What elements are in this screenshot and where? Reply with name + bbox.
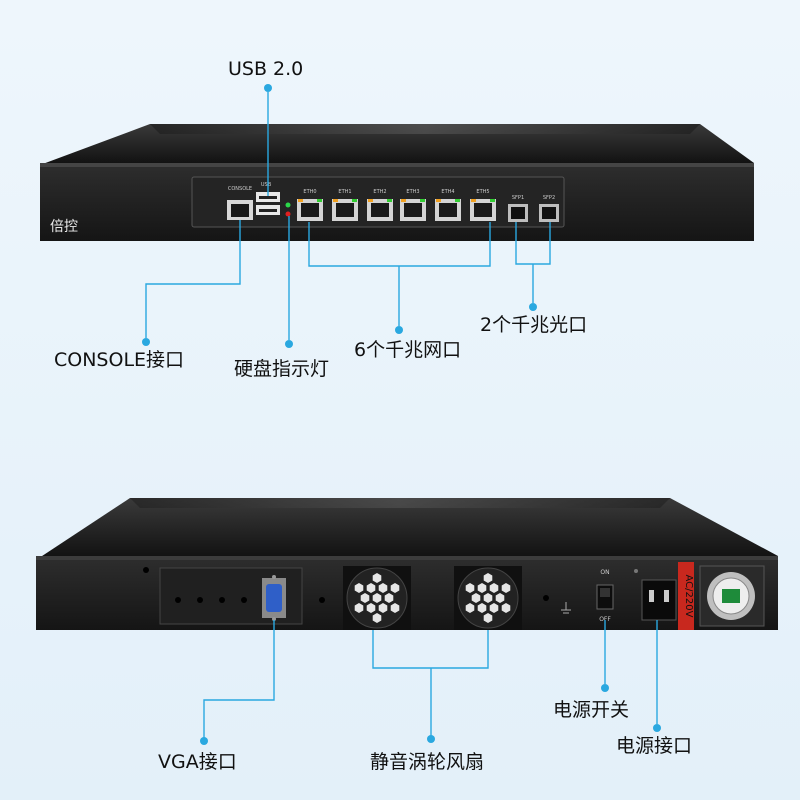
usb-port-icon: USB: [256, 182, 280, 215]
callout-dot: [601, 684, 609, 692]
eth-port-label: ETH2: [373, 189, 386, 195]
callout-dot: [264, 84, 272, 92]
rj45-port-icon: ETH3: [400, 189, 426, 221]
rj45-port-icon: ETH2: [367, 189, 393, 221]
console-port: CONSOLE: [227, 186, 253, 220]
eth-port-label: ETH3: [406, 189, 419, 195]
usb-port-label: USB: [261, 182, 272, 188]
callout-hdd-led: 硬盘指示灯: [234, 358, 330, 380]
vga-port-icon: [262, 575, 286, 621]
sfp-port-label: SFP1: [512, 195, 524, 201]
sfp-ports: SFP1 SFP2: [508, 195, 559, 222]
switch-off-label: OFF: [599, 616, 611, 623]
eth-port-label: ETH4: [441, 189, 454, 195]
callout-eth-ports: 6个千兆网口: [354, 339, 462, 361]
eth-port-label: ETH5: [476, 189, 489, 195]
power-socket-icon: [634, 569, 677, 621]
rj45-port-icon: ETH4: [435, 189, 461, 221]
io-blank-holes: [143, 567, 549, 603]
brand-logo: 倍控: [50, 219, 78, 235]
rj45-port-icon: ETH1: [332, 189, 358, 221]
callout-dot: [200, 737, 208, 745]
ethernet-ports: ETH0 ETH1 ETH2 ETH3 ETH4 ETH5: [297, 189, 496, 221]
callout-dot: [653, 724, 661, 732]
rj45-port-icon: ETH0: [297, 189, 323, 221]
switch-on-label: ON: [600, 569, 609, 576]
ground-icon: [561, 602, 571, 614]
callout-sfp-ports: 2个千兆光口: [480, 314, 588, 336]
sfp-port-icon: SFP1: [508, 195, 528, 222]
callout-dot: [427, 735, 435, 743]
callout-console: CONSOLE接口: [54, 349, 185, 371]
fan-icon: [454, 566, 522, 630]
callout-dot: [395, 326, 403, 334]
fans: [343, 566, 522, 630]
power-badge-text: AC/220V: [683, 575, 694, 618]
sfp-port-icon: SFP2: [539, 195, 559, 222]
callout-usb: USB 2.0: [228, 58, 304, 80]
callout-dot: [285, 340, 293, 348]
fan-icon: [343, 566, 411, 630]
callout-power-switch: 电源开关: [553, 699, 630, 721]
psu-fan-icon: [699, 565, 765, 627]
callout-power-socket: 电源接口: [616, 735, 693, 757]
eth-port-label: ETH1: [338, 189, 351, 195]
rocker-switch-icon: ON OFF: [596, 569, 614, 623]
power-badge: AC/220V: [678, 562, 694, 630]
console-port-label: CONSOLE: [228, 186, 252, 192]
callout-lines: [142, 84, 661, 745]
callout-fans: 静音涡轮风扇: [370, 751, 485, 773]
rj45-port-icon: ETH5: [470, 189, 496, 221]
callout-vga: VGA接口: [158, 751, 237, 773]
front-chassis: [40, 124, 754, 241]
sfp-port-label: SFP2: [543, 195, 555, 201]
led-icon: [285, 202, 291, 217]
callout-dot: [529, 303, 537, 311]
eth-port-label: ETH0: [303, 189, 316, 195]
callout-dot: [142, 338, 150, 346]
